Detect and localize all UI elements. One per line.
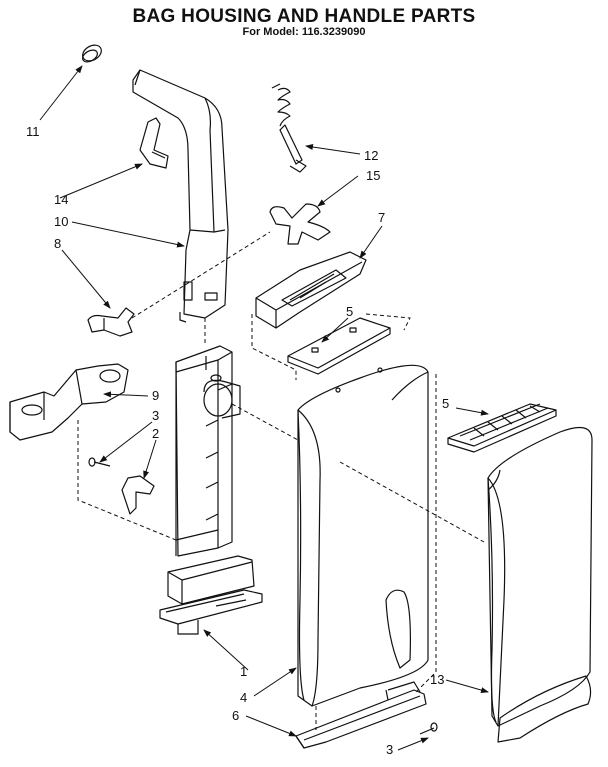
- model-line: For Model: 116.3239090: [0, 26, 608, 38]
- callout-5-upper: 5: [346, 304, 353, 319]
- part-14-lever: [139, 117, 169, 169]
- assembly-guide-lines: [77, 231, 485, 730]
- part-10-handle: [132, 69, 229, 323]
- callout-15: 15: [366, 168, 380, 183]
- part-3-screw-right: [419, 722, 438, 735]
- callout-10: 10: [54, 214, 68, 229]
- part-5-filter: [447, 403, 557, 453]
- callout-12: 12: [364, 148, 378, 163]
- callout-1: 1: [240, 664, 247, 679]
- exhaust-port: [203, 374, 241, 419]
- callout-14: 14: [54, 192, 68, 207]
- callout-2: 2: [152, 426, 159, 441]
- callout-11: 11: [26, 124, 40, 139]
- part-5-upper-gasket: [287, 317, 391, 375]
- leader-lines: [39, 65, 489, 751]
- model-prefix: For Model:: [242, 26, 299, 38]
- part-1-bag-housing: [159, 345, 263, 635]
- callout-6: 6: [232, 708, 239, 723]
- diagram-title: BAG HOUSING AND HANDLE PARTS: [132, 6, 476, 27]
- part-3-screw-left: [88, 457, 111, 467]
- part-2-latch: [121, 475, 155, 515]
- callout-7: 7: [378, 210, 385, 225]
- part-13-inner-bag: [487, 426, 593, 743]
- part-4-outer-bag: [297, 364, 429, 707]
- callout-5-right: 5: [442, 396, 449, 411]
- callout-3-lower: 3: [386, 742, 393, 757]
- callout-13: 13: [430, 672, 444, 687]
- callout-9: 9: [152, 388, 159, 403]
- part-9-adapter: [9, 363, 129, 441]
- part-11-end-cap: [82, 44, 102, 63]
- part-6-bottom-tray: [295, 681, 427, 749]
- callout-8: 8: [54, 236, 61, 251]
- callout-labels: 11 12 15 14 10 8 7 5 5 9 3 2 1 4 13 6 3: [26, 124, 449, 757]
- part-8-clip: [87, 307, 135, 337]
- part-7-top-cover: [255, 251, 367, 329]
- callout-3-upper: 3: [152, 408, 159, 423]
- model-number: 116.3239090: [301, 26, 366, 38]
- callout-4: 4: [240, 690, 247, 705]
- part-12-cord-hook: [271, 83, 307, 173]
- part-15-cord-clip: [269, 203, 331, 245]
